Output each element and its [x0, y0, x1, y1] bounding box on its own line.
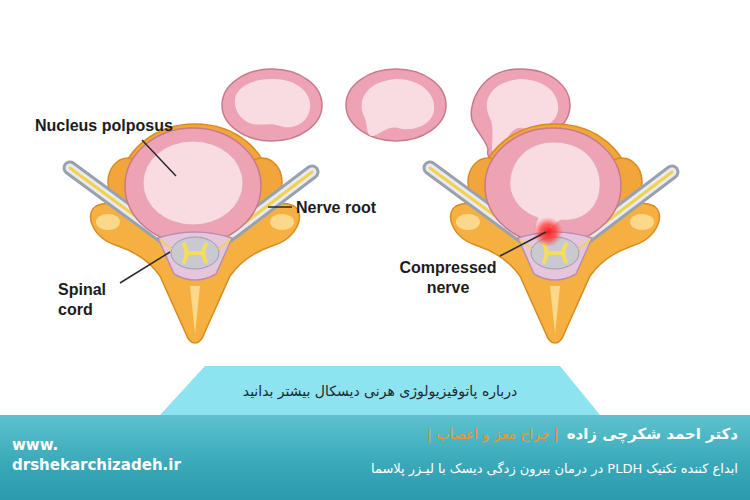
part-label: Spinal cord	[58, 280, 122, 320]
nucleus	[235, 79, 310, 127]
nucleus	[362, 79, 435, 136]
part-label: Nerve root	[296, 198, 376, 218]
part-label: Nucleus polposus	[35, 116, 173, 136]
author-name: دکتر احمد شکرچی زاده	[567, 425, 738, 443]
part-label: Compressed nerve	[398, 258, 498, 298]
vertebra	[430, 124, 672, 343]
disc-bulging	[346, 69, 446, 141]
compression-glow	[533, 217, 563, 247]
nucleus	[143, 141, 243, 225]
leader-line	[268, 206, 292, 208]
leader-line	[120, 252, 170, 283]
band-text: درباره پاتوفیزیولوژی هرنی دیسکال بیشتر ب…	[243, 383, 517, 399]
footer-bar: دکتر احمد شکرچی زاده | جراح مغز و اعصاب |…	[0, 415, 750, 500]
leader-line	[142, 140, 176, 176]
spinal-canal	[158, 232, 232, 280]
footer-title-row: دکتر احمد شکرچی زاده | جراح مغز و اعصاب |	[427, 425, 738, 443]
leader-line	[500, 232, 546, 256]
band-fill	[160, 366, 600, 415]
vertebra	[70, 124, 312, 343]
disc-normal	[222, 69, 322, 141]
info-band: درباره پاتوفیزیولوژی هرنی دیسکال بیشتر ب…	[160, 366, 600, 415]
disc-annulus	[125, 128, 261, 244]
website: www. drshekarchizadeh.ir	[12, 435, 180, 475]
author-note: ابداع کننده تکنیک PLDH در درمان بیرون زد…	[371, 461, 738, 476]
author-specialty: | جراح مغز و اعصاب |	[427, 426, 559, 442]
